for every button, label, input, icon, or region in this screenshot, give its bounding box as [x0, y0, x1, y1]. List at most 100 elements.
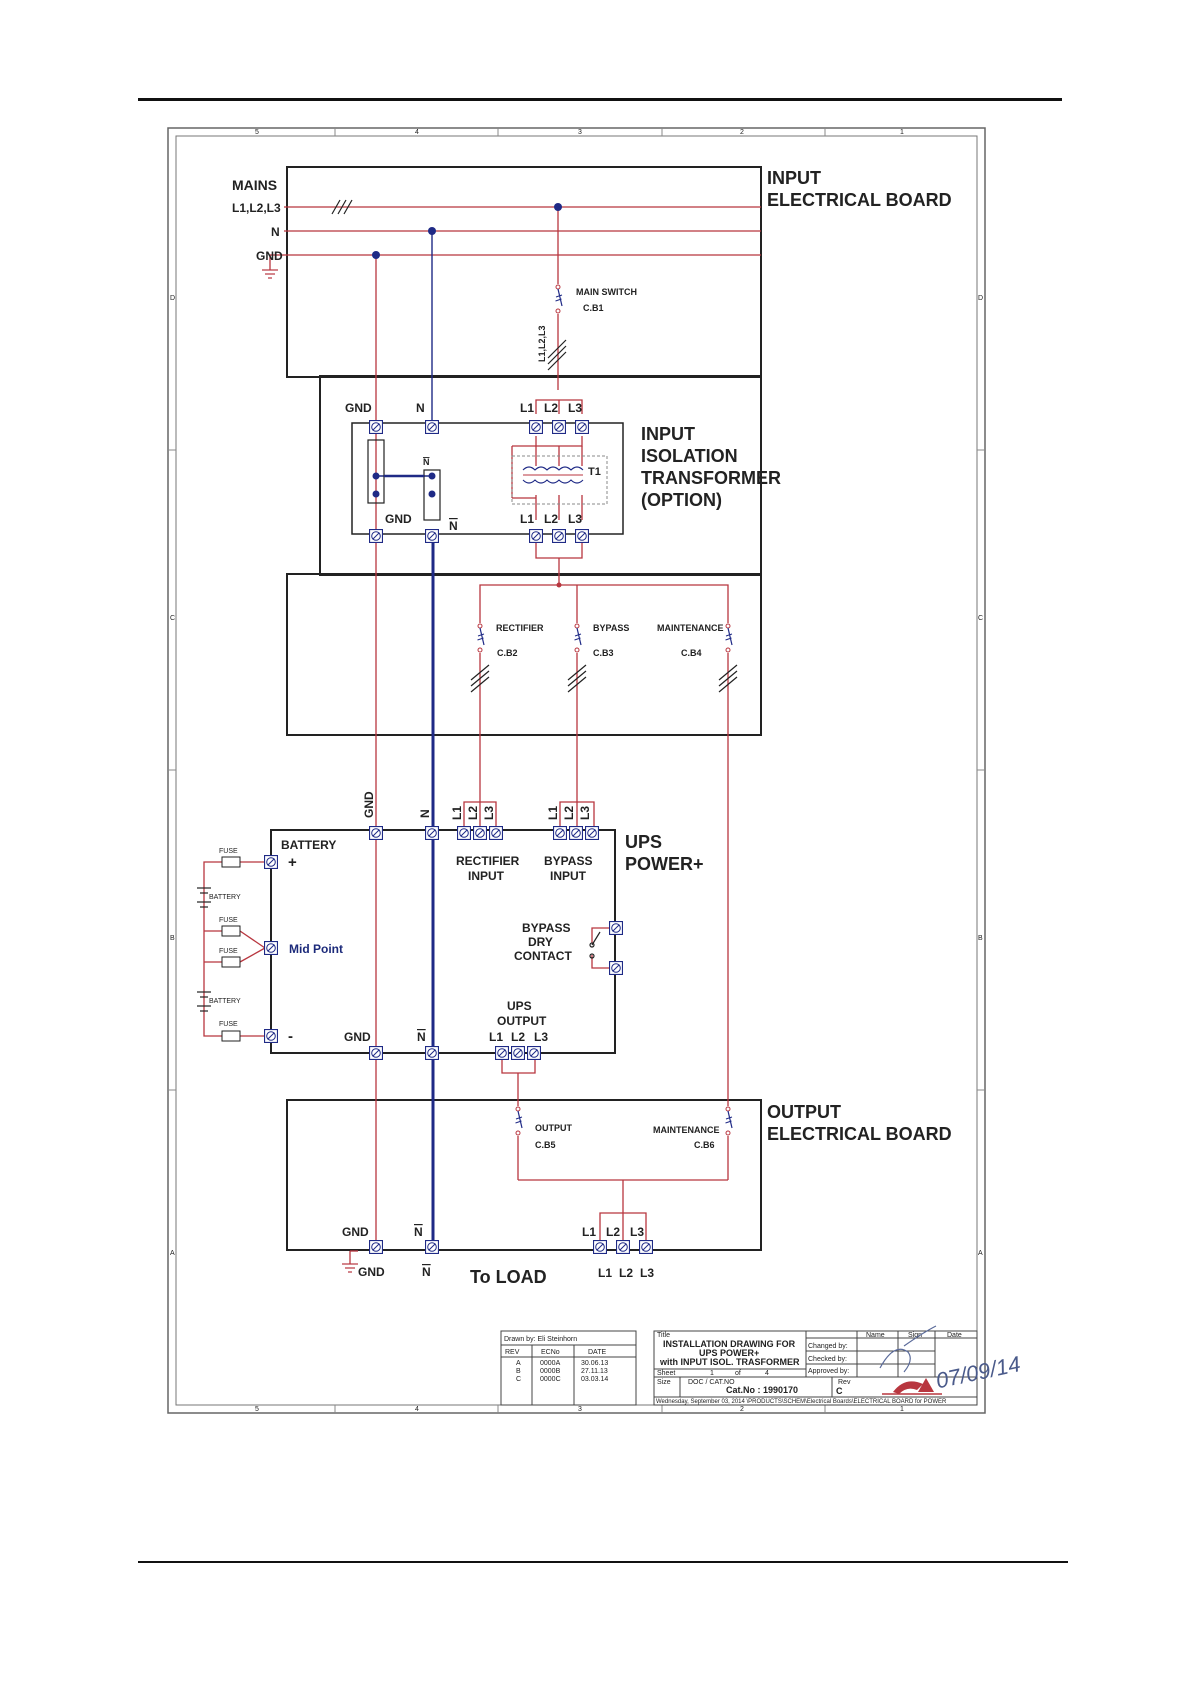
frame-col-3: 3 [578, 129, 582, 136]
transformer-panel [351, 422, 624, 535]
frame-row-a: A [170, 1250, 175, 1257]
frame-col-2-bottom: 2 [740, 1406, 744, 1413]
iso-title-1: INPUT [641, 424, 695, 444]
ups-byp-l1-label: L1 [546, 806, 560, 820]
tr-n-bottom-label: N [449, 519, 458, 533]
ecno-c: 0000C [540, 1376, 561, 1383]
bypass-breaker-cb3 [573, 623, 582, 653]
ups-gnd-label: GND [344, 1030, 371, 1044]
three-phase-marks [331, 199, 738, 693]
battery-string [197, 856, 241, 1042]
fuse-4-icon [221, 1030, 241, 1042]
frame-col-4: 4 [415, 129, 419, 136]
frame-col-1-bottom: 1 [900, 1406, 904, 1413]
tr-gnd-bottom-label: GND [385, 512, 412, 526]
output-breaker-label: OUTPUT [535, 1123, 573, 1133]
date-c: 03.03.14 [581, 1376, 608, 1383]
cb4-label: C.B4 [681, 648, 702, 658]
company-logo-icon [882, 1378, 942, 1395]
title-label: Title [657, 1332, 670, 1339]
transformer-t1 [511, 455, 608, 505]
battery-minus-label: - [288, 1028, 293, 1045]
tr-l3-label: L3 [568, 401, 582, 415]
out-l3-label: L3 [630, 1225, 644, 1239]
frame-row-b: B [170, 935, 175, 942]
approved-by-label: Approved by: [808, 1368, 849, 1375]
n-busbar [423, 469, 441, 521]
dry-contact-label-1: BYPASS [522, 921, 570, 935]
cb1-label: C.B1 [583, 303, 604, 313]
rev-a: A [516, 1360, 521, 1367]
terminals [264, 420, 653, 1254]
mains-n-label: N [271, 225, 280, 239]
ground-icon [262, 269, 278, 279]
dry-contact-switch-icon [589, 931, 601, 959]
ups-output-label-2: OUTPUT [497, 1014, 547, 1028]
junction-dots [372, 203, 562, 588]
ecno-col-header: ECNo [541, 1349, 560, 1356]
ups-byp-l2-label: L2 [562, 806, 576, 820]
tr-gnd-label: GND [345, 401, 372, 415]
changed-by-label: Changed by: [808, 1343, 848, 1350]
dry-contact-label-3: CONTACT [514, 949, 572, 963]
cat-no: Cat.No : 1990170 [726, 1385, 798, 1395]
battery-label: BATTERY [281, 838, 336, 852]
transformer-coils-icon [522, 466, 584, 484]
gnd-busbar [367, 439, 385, 504]
rectifier-breaker-label: RECTIFIER [496, 623, 544, 633]
rectifier-breaker-cb2 [476, 623, 485, 653]
cb6-label: C.B6 [694, 1140, 715, 1150]
fuse-2-label: FUSE [219, 917, 238, 924]
rev-col-header: REV [505, 1349, 520, 1356]
tr-l2-label: L2 [544, 401, 558, 415]
out-gnd-label: GND [342, 1225, 369, 1239]
out-l1-label: L1 [582, 1225, 596, 1239]
iso-title-2: ISOLATION [641, 446, 738, 466]
ecno-a: 0000A [540, 1360, 561, 1367]
dry-contact-label-2: DRY [528, 935, 553, 949]
tr-l1-label: L1 [520, 401, 534, 415]
rev-label: Rev [838, 1379, 851, 1386]
mains-gnd-label: GND [256, 249, 283, 263]
ups-gnd-vertical-label: GND [362, 791, 376, 818]
ecno-b: 0000B [540, 1368, 561, 1375]
frame-col-5-bottom: 5 [255, 1406, 259, 1413]
t1-label: T1 [588, 466, 601, 478]
mains-label: MAINS [232, 177, 277, 193]
frame-row-a-right: A [978, 1250, 983, 1257]
tr-l1-bottom-label: L1 [520, 512, 534, 526]
ups-title-1: UPS [625, 832, 662, 852]
title-line-1: INSTALLATION DRAWING FOR [663, 1339, 796, 1349]
maintenance-output-label: MAINTENANCE [653, 1125, 720, 1135]
footer-rule [138, 1561, 1068, 1563]
frame-row-c: C [170, 615, 175, 622]
cb3-label: C.B3 [593, 648, 614, 658]
footer-path: Wednesday, September 03, 2014 \PRODUCTS\… [656, 1399, 947, 1405]
size-label: Size [657, 1379, 671, 1386]
rev-b: B [516, 1368, 521, 1375]
fuse-1-icon [221, 856, 241, 868]
frame-col-5: 5 [255, 129, 259, 136]
output-board-title-1: OUTPUT [767, 1102, 841, 1122]
cb5-label: C.B5 [535, 1140, 556, 1150]
main-switch-label: MAIN SWITCH [576, 287, 637, 297]
maintenance-breaker-cb4 [724, 623, 733, 653]
date-col-header: DATE [588, 1349, 606, 1356]
cb2-label: C.B2 [497, 648, 518, 658]
iso-title-3: TRANSFORMER [641, 468, 781, 488]
frame-row-c-right: C [978, 615, 983, 622]
date-col-header-title: Date [947, 1332, 962, 1339]
maintenance-breaker-label: MAINTENANCE [657, 623, 724, 633]
ups-byp-l3-label: L3 [578, 806, 592, 820]
name-col-header: Name [866, 1332, 885, 1339]
out-l2-label: L2 [606, 1225, 620, 1239]
rev-value: C [836, 1386, 843, 1396]
battery-cells-icon [197, 887, 211, 1012]
fuse-2-icon [221, 925, 241, 937]
byp-input-label-2: INPUT [550, 869, 587, 883]
ups-rect-l3-label: L3 [482, 806, 496, 820]
frame-col-1: 1 [900, 129, 904, 136]
byp-input-label-1: BYPASS [544, 854, 592, 868]
revision-block: Drawn by: Eli Steinhorn REV ECNo DATE A … [500, 1330, 637, 1406]
output-board-title-2: ELECTRICAL BOARD [767, 1124, 952, 1144]
